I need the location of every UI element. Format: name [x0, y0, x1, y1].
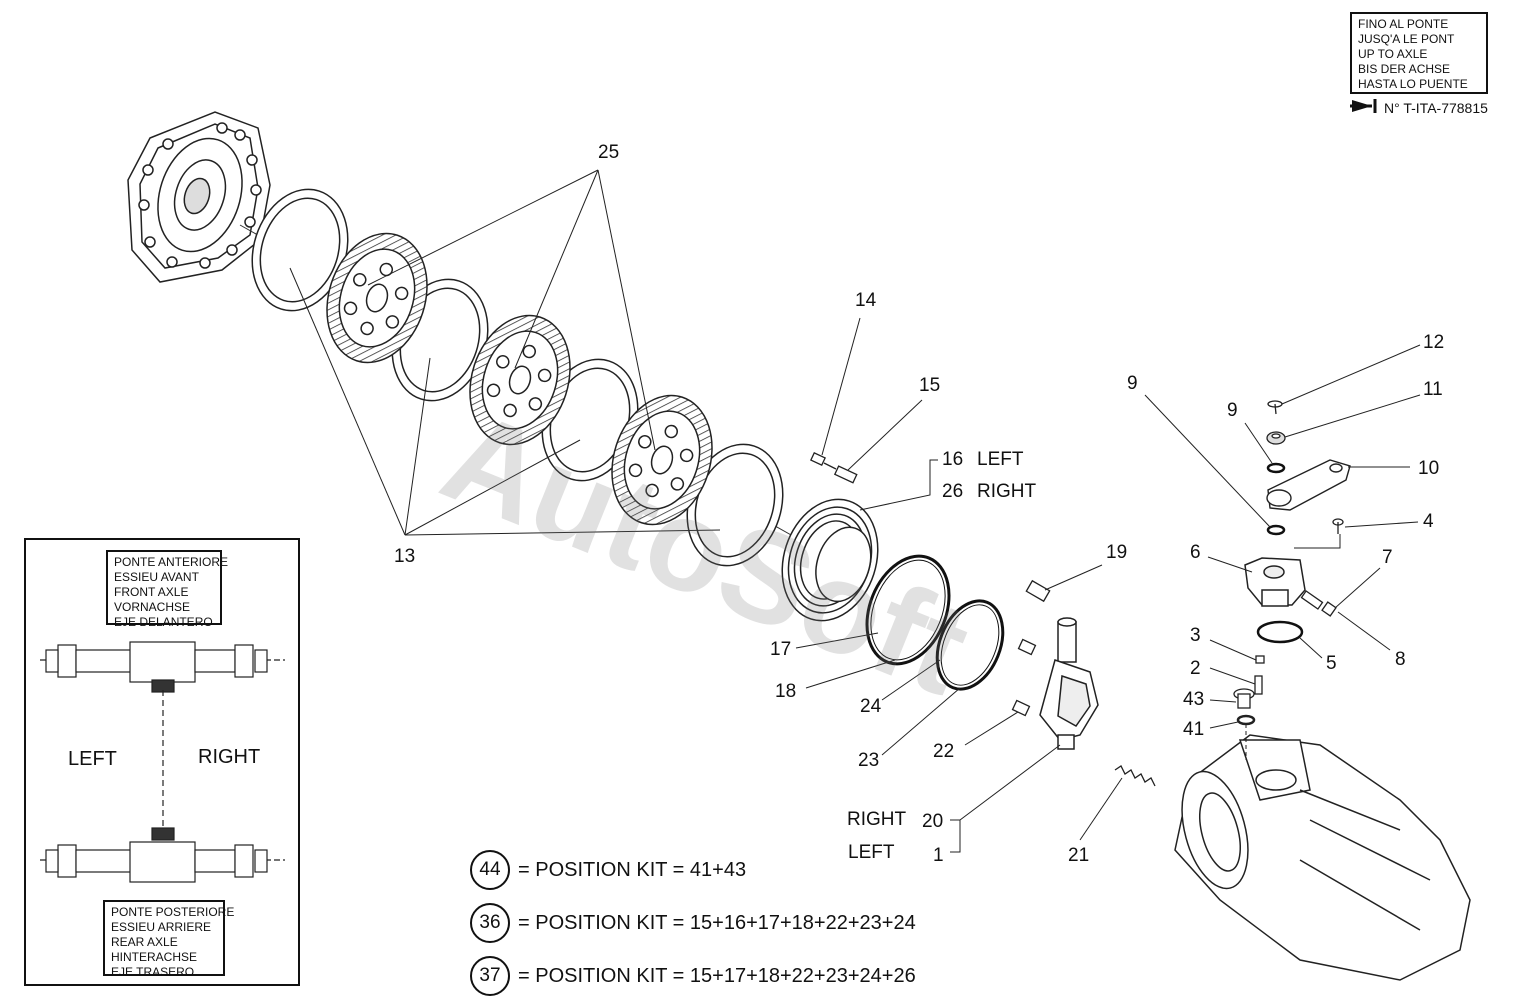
front-axle-line: PONTE ANTERIORE	[114, 555, 229, 569]
validity-line: JUSQ'A LE PONT	[1358, 32, 1455, 46]
callout-26-side: RIGHT	[977, 481, 1037, 502]
o-rings	[865, 554, 1005, 691]
bolt-14	[810, 451, 837, 470]
screw-4	[1332, 518, 1344, 534]
rear-axle-line: REAR AXLE	[111, 935, 178, 949]
brake-piston	[781, 498, 879, 622]
callout-12: 12	[1423, 332, 1445, 353]
o-ring-9	[1266, 462, 1286, 536]
bleed-screw-19	[1025, 579, 1051, 603]
inset-axle-schematic	[40, 641, 285, 883]
kit-description: = POSITION KIT = 15+16+17+18+22+23+24	[518, 911, 916, 934]
callout-26: 26	[942, 481, 964, 502]
rear-axle-line: EJE TRASERO	[111, 965, 195, 979]
callout-20-side: RIGHT	[847, 809, 907, 830]
front-axle-line: VORNACHSE	[114, 600, 191, 614]
kit-description: = POSITION KIT = 41+43	[518, 858, 747, 881]
callout-19: 19	[1106, 542, 1128, 563]
callout-15: 15	[919, 375, 941, 396]
callout-10: 10	[1418, 458, 1440, 479]
kit-description: = POSITION KIT = 15+17+18+22+23+24+26	[518, 964, 916, 987]
callout-7: 7	[1382, 547, 1393, 568]
callout-8: 8	[1395, 649, 1406, 670]
callout-6: 6	[1190, 542, 1201, 563]
leader-lines-parts	[795, 317, 1421, 853]
callout-43: 43	[1183, 689, 1205, 710]
callout-14: 14	[855, 290, 877, 311]
callout-9a: 9	[1127, 373, 1138, 394]
callout-23: 23	[858, 750, 880, 771]
callout-1: 1	[933, 845, 944, 866]
callout-4: 4	[1423, 511, 1434, 532]
lever-10	[1266, 459, 1351, 511]
callout-16-side: LEFT	[977, 449, 1024, 470]
kit-number: 36	[470, 903, 510, 943]
callout-25: 25	[598, 142, 620, 163]
inset-right-label: RIGHT	[198, 746, 261, 768]
callout-9b: 9	[1227, 400, 1238, 421]
pin-15	[833, 465, 858, 484]
callout-22: 22	[933, 741, 955, 762]
friction-discs	[326, 232, 713, 526]
leader-lines-discs	[289, 169, 721, 536]
kit-number: 37	[470, 956, 510, 996]
inset-panel	[24, 538, 300, 986]
kit-row: 44 = POSITION KIT = 41+43	[470, 847, 746, 893]
separator-discs	[251, 188, 784, 567]
plug-43-ring-41	[1233, 688, 1256, 726]
rear-axle-line: ESSIEU ARRIERE	[111, 920, 212, 934]
callout-18: 18	[775, 681, 797, 702]
brake-lever	[1039, 617, 1099, 750]
front-axle-line: ESSIEU AVANT	[114, 570, 199, 584]
callout-5: 5	[1326, 653, 1337, 674]
callout-20: 20	[922, 811, 944, 832]
kit-number: 44	[470, 850, 510, 890]
rear-axle-line: PONTE POSTERIORE	[111, 905, 235, 919]
callout-16: 16	[942, 449, 964, 470]
callout-17: 17	[770, 639, 792, 660]
washer-11	[1266, 431, 1286, 445]
kit-row: 37 = POSITION KIT = 15+17+18+22+23+24+26	[470, 953, 916, 999]
screw-12	[1267, 400, 1283, 415]
callout-13: 13	[394, 546, 416, 567]
validity-line: FINO AL PONTE	[1358, 17, 1449, 31]
rear-axle-box: PONTE POSTERIORE ESSIEU ARRIERE REAR AXL…	[103, 900, 235, 979]
validity-line: HASTA LO PUENTE	[1358, 77, 1468, 91]
screw-7-nut-8	[1300, 590, 1337, 617]
arrow-stop-icon	[1350, 99, 1377, 113]
callout-2: 2	[1190, 658, 1201, 679]
spring-21	[1114, 765, 1156, 787]
serial-number: N° T-ITA-778815	[1384, 100, 1488, 116]
axle-housing	[1174, 734, 1471, 981]
bolts-22	[1011, 638, 1037, 717]
kit-row: 36 = POSITION KIT = 15+16+17+18+22+23+24	[470, 900, 916, 946]
brake-housing-flange	[127, 111, 271, 283]
small-parts-2-3	[1254, 655, 1265, 695]
validity-line: BIS DER ACHSE	[1358, 62, 1451, 76]
callout-41: 41	[1183, 719, 1205, 740]
front-axle-line: EJE DELANTERO	[114, 615, 213, 629]
callout-11: 11	[1423, 379, 1443, 400]
front-axle-box: PONTE ANTERIORE ESSIEU AVANT FRONT AXLE …	[106, 550, 229, 629]
callout-24: 24	[860, 696, 882, 717]
callout-3: 3	[1190, 625, 1201, 646]
housing-6	[1244, 557, 1306, 607]
callout-21: 21	[1068, 845, 1090, 866]
o-ring-5	[1256, 620, 1304, 644]
validity-box: FINO AL PONTE JUSQ'A LE PONT UP TO AXLE …	[1350, 12, 1488, 94]
rear-axle-line: HINTERACHSE	[111, 950, 198, 964]
inset-left-label: LEFT	[68, 748, 117, 770]
validity-line: UP TO AXLE	[1358, 47, 1428, 61]
front-axle-line: FRONT AXLE	[114, 585, 189, 599]
callout-1-side: LEFT	[848, 842, 895, 863]
